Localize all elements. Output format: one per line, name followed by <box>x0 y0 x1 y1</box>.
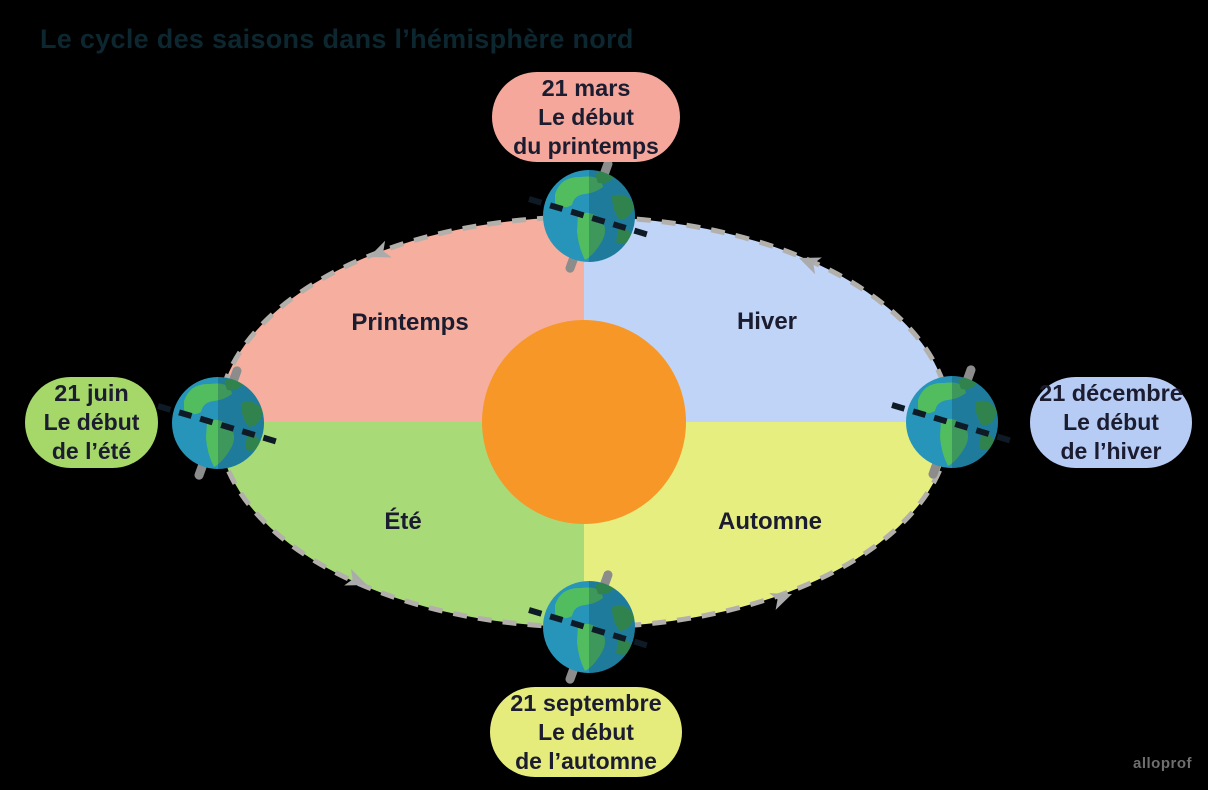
bubble-date: 21 mars <box>541 74 631 101</box>
bubble-21-mars: 21 mars Le début du printemps <box>492 72 680 162</box>
bubble-line: Le début <box>538 103 634 130</box>
bubble-line: Le début <box>1063 409 1159 435</box>
bubble-21-septembre: 21 septembre Le début de l’automne <box>490 687 682 777</box>
bubble-line: Le début <box>538 718 634 745</box>
label-automne: Automne <box>718 508 822 535</box>
bubble-date: 21 septembre <box>510 689 662 716</box>
bubble-date: 21 décembre <box>1039 380 1183 406</box>
alloprof-watermark: alloprof <box>1133 755 1192 772</box>
page-title: Le cycle des saisons dans l’hémisphère n… <box>40 24 634 54</box>
bubble-21-juin: 21 juin Le début de l’été <box>25 377 158 468</box>
label-ete: Été <box>384 508 422 535</box>
label-hiver: Hiver <box>736 308 798 335</box>
bubble-line: de l’automne <box>515 747 657 774</box>
bubble-line: de l’été <box>51 438 132 464</box>
bubble-21-decembre: 21 décembre Le début de l’hiver <box>1030 377 1192 468</box>
label-printemps: Printemps <box>351 309 469 336</box>
bubble-date: 21 juin <box>54 380 129 406</box>
bubble-line: Le début <box>43 409 140 435</box>
bubble-line: du printemps <box>513 132 659 159</box>
sun-icon <box>482 320 686 524</box>
bubble-line: de l’hiver <box>1060 438 1162 464</box>
